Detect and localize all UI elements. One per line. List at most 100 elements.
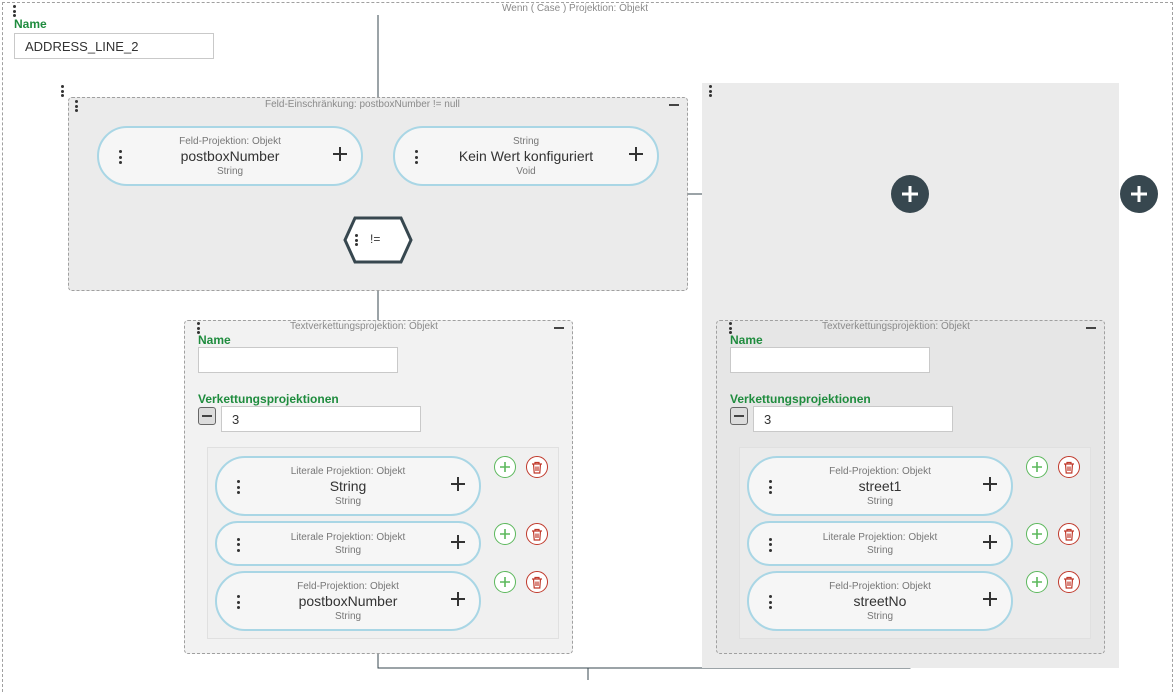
plus-icon[interactable] <box>629 147 647 165</box>
trash-icon <box>532 576 542 589</box>
pill-type: Feld-Projektion: Objekt <box>829 465 931 477</box>
concat-left-collapse-icon[interactable] <box>554 327 564 329</box>
add-column-button[interactable] <box>1120 175 1158 213</box>
concat-left-list-label: Verkettungsprojektionen <box>198 392 339 406</box>
concat-right-toggle-button[interactable] <box>730 407 748 425</box>
more-vert-icon[interactable] <box>765 479 775 495</box>
constraint-outer-menu-icon[interactable] <box>57 84 67 98</box>
add-item-button[interactable] <box>1026 571 1048 593</box>
constraint-right-pill[interactable]: String Kein Wert konfiguriert Void <box>393 126 659 186</box>
concat-right-item[interactable]: Feld-Projektion: Objekt streetNo String <box>747 571 1013 631</box>
pill-type: Literale Projektion: Objekt <box>290 531 406 543</box>
concat-right-count-input[interactable]: 3 <box>753 406 953 432</box>
plus-icon <box>500 462 510 472</box>
delete-item-button[interactable] <box>1058 523 1080 545</box>
plus-icon <box>902 186 918 202</box>
delete-item-button[interactable] <box>1058 571 1080 593</box>
more-vert-icon[interactable] <box>411 149 421 165</box>
plus-icon[interactable] <box>451 534 469 553</box>
plus-icon[interactable] <box>983 592 1001 610</box>
name-label: Name <box>14 17 47 31</box>
plus-icon <box>1032 529 1042 539</box>
pill-datatype: String <box>866 495 894 507</box>
pill-datatype: String <box>866 610 894 622</box>
delete-item-button[interactable] <box>526 456 548 478</box>
minus-icon <box>734 415 744 417</box>
more-vert-icon[interactable] <box>765 594 775 610</box>
constraint-left-pill[interactable]: Feld-Projektion: Objekt postboxNumber St… <box>97 126 363 186</box>
more-vert-icon[interactable] <box>115 149 125 165</box>
concat-left-toggle-button[interactable] <box>198 407 216 425</box>
delete-item-button[interactable] <box>1058 456 1080 478</box>
add-case-button[interactable] <box>891 175 929 213</box>
trash-icon <box>532 528 542 541</box>
concat-left-menu-icon[interactable] <box>193 321 203 335</box>
trash-icon <box>1064 461 1074 474</box>
add-item-button[interactable] <box>1026 523 1048 545</box>
concat-left-name-label: Name <box>198 333 231 347</box>
pill-datatype: Void <box>516 165 536 177</box>
delete-item-button[interactable] <box>526 571 548 593</box>
operator-menu-icon[interactable] <box>351 233 361 247</box>
plus-icon <box>1131 186 1147 202</box>
constraint-menu-icon[interactable] <box>71 99 81 113</box>
concat-left-item[interactable]: Literale Projektion: Objekt String Strin… <box>215 456 481 516</box>
plus-icon <box>500 529 510 539</box>
concat-left-name-input[interactable] <box>198 347 398 373</box>
plus-icon[interactable] <box>983 477 1001 495</box>
plus-icon[interactable] <box>333 147 351 165</box>
pill-value: postboxNumber <box>180 147 280 164</box>
concat-left-item[interactable]: Literale Projektion: Objekt String <box>215 521 481 566</box>
plus-icon[interactable] <box>451 477 469 495</box>
concat-right-name-input[interactable] <box>730 347 930 373</box>
concat-right-name-label: Name <box>730 333 763 347</box>
concat-left-title: Textverkettungsprojektion: Objekt <box>287 321 441 333</box>
pill-value: Kein Wert konfiguriert <box>458 147 594 164</box>
concat-right-item[interactable]: Literale Projektion: Objekt String <box>747 521 1013 566</box>
more-vert-icon[interactable] <box>765 537 775 553</box>
delete-item-button[interactable] <box>526 523 548 545</box>
plus-icon[interactable] <box>983 534 1001 553</box>
pill-datatype: String <box>334 544 362 556</box>
pill-value: street1 <box>858 477 902 494</box>
concat-left-count-input[interactable]: 3 <box>221 406 421 432</box>
concat-right-list-label: Verkettungsprojektionen <box>730 392 871 406</box>
more-vert-icon[interactable] <box>233 537 243 553</box>
name-input[interactable]: ADDRESS_LINE_2 <box>14 33 214 59</box>
pill-type: Feld-Projektion: Objekt <box>297 580 399 592</box>
concat-right-title: Textverkettungsprojektion: Objekt <box>819 321 973 333</box>
trash-icon <box>532 461 542 474</box>
pill-datatype: String <box>334 495 362 507</box>
plus-icon <box>1032 577 1042 587</box>
trash-icon <box>1064 528 1074 541</box>
operator-label: != <box>370 232 381 246</box>
concat-right-menu-icon[interactable] <box>725 321 735 335</box>
add-item-button[interactable] <box>494 523 516 545</box>
plus-icon[interactable] <box>451 592 469 610</box>
concat-right-collapse-icon[interactable] <box>1086 327 1096 329</box>
right-column-menu-icon[interactable] <box>705 84 715 98</box>
more-vert-icon[interactable] <box>233 594 243 610</box>
pill-datatype: String <box>866 544 894 556</box>
case-frame-title: Wenn ( Case ) Projektion: Objekt <box>499 3 651 15</box>
pill-datatype: String <box>216 165 244 177</box>
concat-left-item[interactable]: Feld-Projektion: Objekt postboxNumber St… <box>215 571 481 631</box>
pill-type: String <box>512 135 540 147</box>
trash-icon <box>1064 576 1074 589</box>
add-item-button[interactable] <box>1026 456 1048 478</box>
operator-node[interactable] <box>343 216 413 264</box>
pill-datatype: String <box>334 610 362 622</box>
pill-value: streetNo <box>853 592 907 609</box>
concat-right-item[interactable]: Feld-Projektion: Objekt street1 String <box>747 456 1013 516</box>
constraint-collapse-icon[interactable] <box>669 104 679 106</box>
plus-icon <box>500 577 510 587</box>
add-item-button[interactable] <box>494 571 516 593</box>
pill-type: Feld-Projektion: Objekt <box>179 135 281 147</box>
add-item-button[interactable] <box>494 456 516 478</box>
case-menu-icon[interactable] <box>9 4 19 18</box>
pill-type: Literale Projektion: Objekt <box>822 531 938 543</box>
pill-type: Feld-Projektion: Objekt <box>829 580 931 592</box>
more-vert-icon[interactable] <box>233 479 243 495</box>
pill-value: postboxNumber <box>298 592 398 609</box>
